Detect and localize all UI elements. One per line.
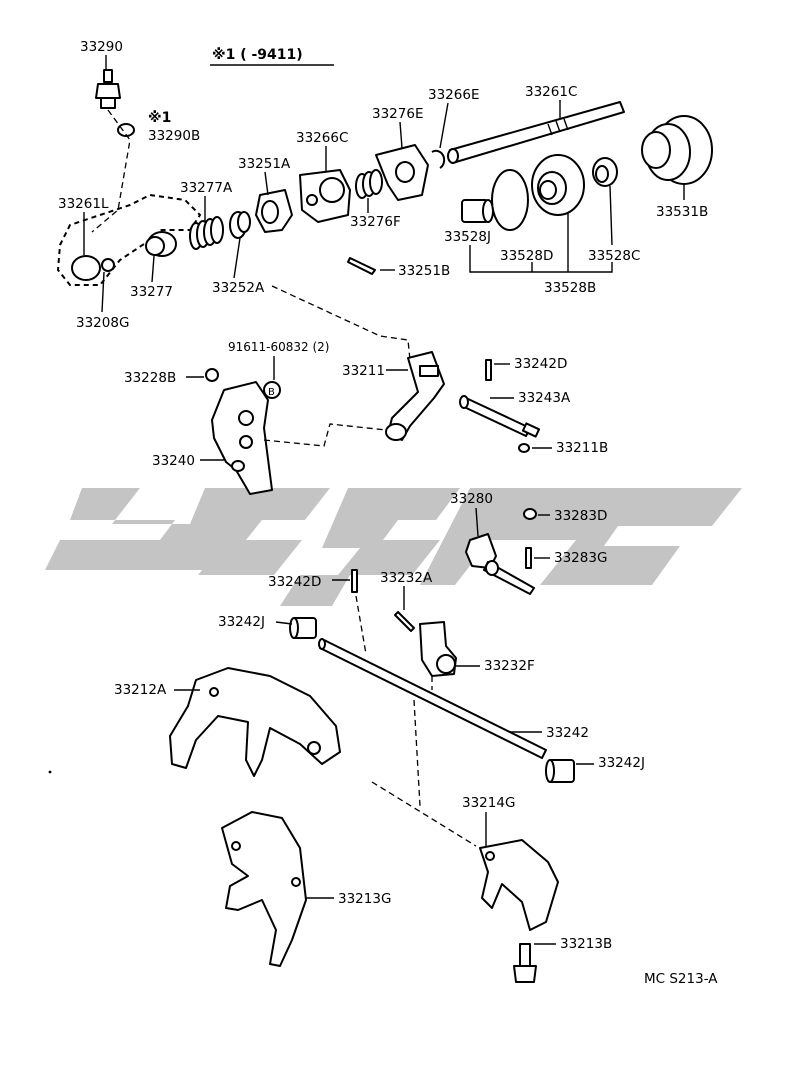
retainer-33528B-part — [531, 154, 585, 216]
label-33243A: 33243A — [518, 390, 571, 406]
label-33213G: 33213G — [338, 891, 391, 907]
label-33240: 33240 — [152, 453, 195, 469]
label-33280: 33280 — [450, 491, 493, 507]
pin-33232A-part — [394, 611, 415, 632]
inner-lever-33211-part — [385, 351, 445, 441]
seal-33528C-part — [592, 157, 618, 187]
label-33528B: 33528B — [544, 280, 596, 296]
label-33283D: 33283D — [554, 508, 607, 524]
bushing-33528J-part — [461, 199, 494, 223]
label-33528C: 33528C — [588, 248, 640, 264]
interlock-33280-part — [465, 533, 535, 595]
label-33242J-right: 33242J — [598, 755, 645, 771]
label-33276F: 33276F — [350, 214, 401, 230]
shift-fork-33213G-part — [221, 811, 307, 967]
label-33276E: 33276E — [372, 106, 423, 122]
pin-33283G-part — [525, 547, 532, 569]
bolt-91611-part — [263, 381, 281, 399]
snap-ring-33266E-part — [431, 149, 446, 169]
label-91611-60832: 91611-60832 (2) — [228, 340, 330, 354]
label-33528J: 33528J — [444, 229, 491, 245]
pin-33242D-mid-part — [351, 569, 358, 593]
shift-head-33214G-part — [479, 839, 559, 931]
label-33242J-left: 33242J — [218, 614, 265, 630]
pin-33242D-top-part — [485, 359, 492, 381]
pin-33251B-part — [347, 257, 376, 275]
label-33528D: 33528D — [500, 248, 553, 264]
label-33208G: 33208G — [76, 315, 129, 331]
bolt-33213B-part — [513, 943, 537, 983]
header-note: ※1 ( -9411) — [212, 47, 303, 63]
lever-33251A-part — [255, 189, 293, 233]
label-33232F: 33232F — [484, 658, 535, 674]
spring-33277A-part — [189, 216, 224, 250]
watermark-logo — [45, 488, 742, 606]
shift-head-33266C-part — [299, 169, 351, 223]
bushing-33277-part — [145, 231, 177, 257]
shift-head-33232F-part — [419, 621, 457, 677]
label-33261L: 33261L — [58, 196, 109, 212]
retainer-33276E-part — [375, 144, 429, 201]
label-33211B: 33211B — [556, 440, 608, 456]
label-33277A: 33277A — [180, 180, 233, 196]
label-33261C: 33261C — [525, 84, 577, 100]
bolt-mark-b: B — [268, 387, 275, 398]
bushing-33242J-left-part — [289, 617, 317, 639]
plug-33228B-part — [205, 368, 219, 382]
label-33228B: 33228B — [124, 370, 176, 386]
plug-33283D-part — [523, 508, 537, 520]
shift-fork-33212A-part — [169, 667, 341, 777]
shift-shaft-33261C-part — [447, 101, 625, 164]
label-33251A: 33251A — [238, 156, 291, 172]
shift-lever-housing-part — [57, 194, 201, 286]
label-33251B: 33251B — [398, 263, 450, 279]
snap-ring-33208G-part — [101, 258, 115, 272]
label-33283G: 33283G — [554, 550, 607, 566]
label-33242: 33242 — [546, 725, 589, 741]
label-33266E: 33266E — [428, 87, 479, 103]
diagram-code: MC S213-A — [644, 971, 718, 987]
label-33242D-mid: 33242D — [268, 574, 321, 590]
gasket-33290B-part — [117, 123, 135, 137]
label-33213B: 33213B — [560, 936, 612, 952]
stray-dot — [48, 770, 52, 774]
label-33214G: 33214G — [462, 795, 515, 811]
ball-33211B-part — [518, 443, 530, 453]
label-33252A: 33252A — [212, 280, 265, 296]
spring-33276F-part — [355, 169, 383, 199]
label-33211: 33211 — [342, 363, 385, 379]
label-33212A: 33212A — [114, 682, 167, 698]
label-33242D-top: 33242D — [514, 356, 567, 372]
o-ring-33528D-part — [491, 169, 529, 231]
bracket-33240-part — [211, 381, 273, 495]
label-33531B: 33531B — [656, 204, 708, 220]
label-33290: 33290 — [80, 39, 123, 55]
shift-shaft-33242-part — [318, 638, 547, 759]
boot-33531B-part — [641, 115, 713, 185]
label-33277: 33277 — [130, 284, 173, 300]
label-33290B: 33290B — [148, 128, 200, 144]
back-up-lamp-switch-part — [95, 69, 121, 109]
spring-33252A-part — [229, 211, 251, 239]
bushing-33242J-right-part — [545, 759, 575, 783]
label-note1: ※1 — [148, 110, 171, 126]
label-33266C: 33266C — [296, 130, 348, 146]
shaft-33243A-part — [459, 395, 541, 438]
label-33232A: 33232A — [380, 570, 433, 586]
